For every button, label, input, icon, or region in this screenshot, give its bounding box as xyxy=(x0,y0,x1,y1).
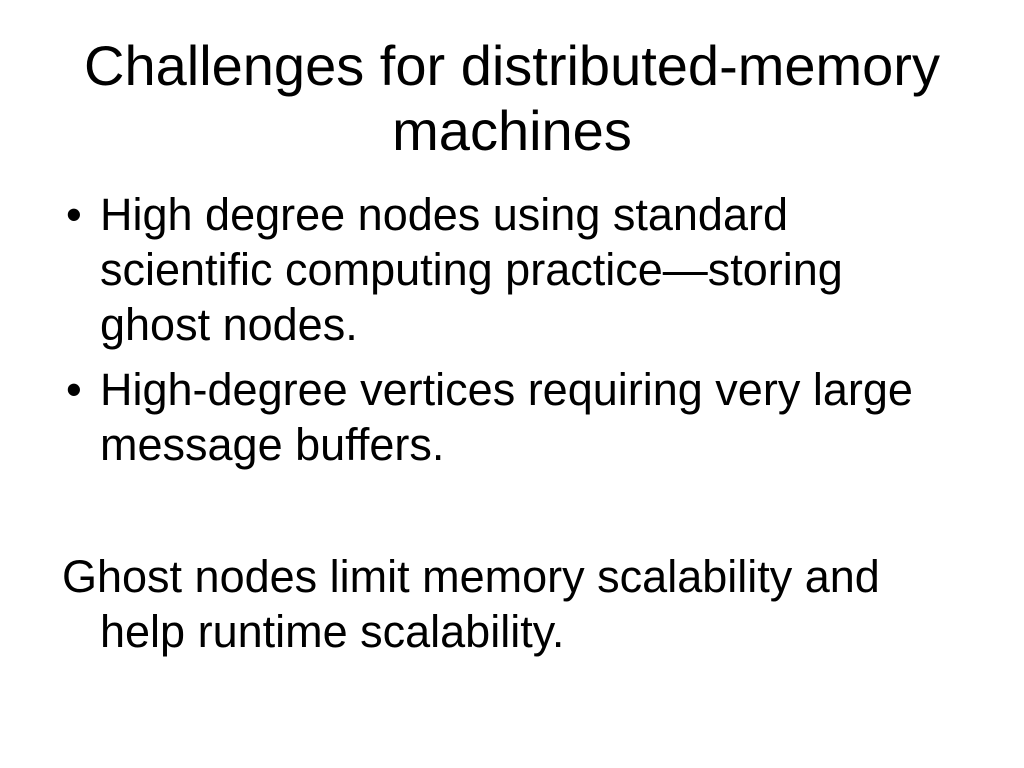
bullet-marker-icon: • xyxy=(66,364,82,415)
bullet-item: • High degree nodes using standard scien… xyxy=(66,187,940,352)
slide-body: • High degree nodes using standard scien… xyxy=(62,187,940,659)
bullet-marker-icon: • xyxy=(66,189,82,240)
summary-note: Ghost nodes limit memory scalability and… xyxy=(62,551,880,657)
bullet-text: High-degree vertices requiring very larg… xyxy=(100,364,913,470)
bullet-item: • High-degree vertices requiring very la… xyxy=(66,362,940,472)
bullet-text: High degree nodes using standard scienti… xyxy=(100,189,843,350)
slide-title: Challenges for distributed-memory machin… xyxy=(84,34,940,162)
